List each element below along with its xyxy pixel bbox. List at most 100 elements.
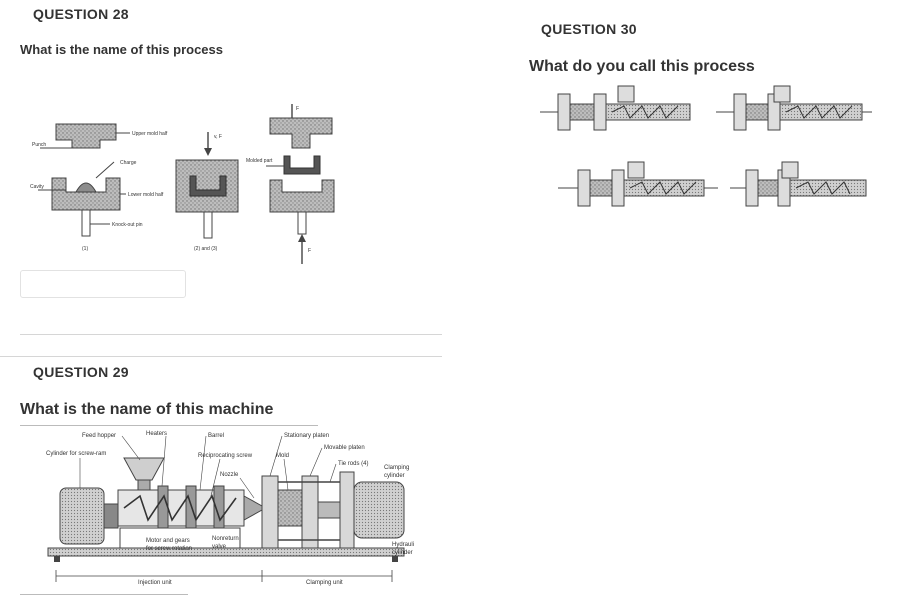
clamping-cylinder-label-1: Clamping: [384, 465, 409, 471]
f-top-label: F: [296, 106, 299, 112]
stage-1-screw: [611, 105, 679, 119]
open-lower-mold: [269, 179, 335, 213]
clamping-unit-label: Clamping unit: [306, 580, 343, 586]
barrel-label: Barrel: [208, 433, 224, 439]
hopper-throat: [137, 479, 151, 491]
injection-unit-label: Injection unit: [138, 580, 172, 586]
stage-3-platen: [577, 169, 591, 207]
ejected-part-shape: [283, 155, 321, 175]
motor-gears-label-1: Motor and gears: [146, 538, 190, 544]
compression-molding-diagram: Punch Upper mold half Charge Cavity Lowe…: [30, 104, 335, 264]
question-29-label: QUESTION 29: [33, 364, 129, 380]
reciprocating-screw-label: Reciprocating screw: [198, 453, 253, 459]
closed-mold-pin: [203, 211, 213, 239]
step-23-label: (2) and (3): [194, 246, 218, 252]
injection-molding-machine-figure: Feed hopper Heaters Barrel Stationary pl…: [40, 428, 420, 596]
ejector-pin: [297, 211, 307, 235]
barrel-shape: [117, 489, 245, 527]
stage-3-barrel: [623, 179, 705, 197]
clamping-cylinder-shape: [353, 481, 405, 539]
heater-band-2: [185, 485, 197, 531]
cycle-stage-1: [540, 85, 691, 131]
charge-leader: [95, 161, 115, 179]
stage-2-platen: [733, 93, 747, 131]
closed-mold-outer: [175, 159, 239, 213]
base-foot-right: [392, 556, 398, 562]
ejection-arrowhead: [298, 234, 306, 242]
stage-2-hopper: [773, 85, 791, 103]
injection-frame: [119, 527, 241, 549]
injection-cycle-diagram: [540, 85, 872, 207]
cavity-label: Cavity: [30, 184, 44, 190]
hydraulic-cylinder-label-2: cylinder: [392, 550, 413, 556]
prompt-underline: [20, 425, 318, 426]
feed-hopper-shape: [123, 457, 165, 481]
nozzle-shape: [243, 495, 263, 521]
movable-platen-shape: [301, 475, 319, 549]
section-divider-1: [20, 334, 442, 335]
cycle-stage-4: [730, 161, 867, 207]
nozzle-leader: [239, 477, 255, 499]
upper-mold-half-shape: [55, 123, 117, 149]
mold-label: Mold: [276, 453, 289, 459]
tie-rods-leader: [329, 463, 337, 483]
reciprocating-screw-leader: [209, 458, 221, 501]
nozzle-label: Nozzle: [220, 472, 239, 478]
heaters-leader: [161, 435, 167, 487]
formed-part-shape: [189, 175, 227, 197]
cycle-stage-2: [716, 85, 872, 131]
rear-platen-shape: [339, 471, 355, 549]
nonreturn-label-1: Nonreturn: [212, 536, 239, 542]
cycle-stage-3: [558, 161, 718, 207]
question-30-prompt: What do you call this process: [529, 58, 755, 75]
molded-part-label: Molded part: [246, 158, 273, 164]
compression-molding-figure: Punch Upper mold half Charge Cavity Lowe…: [30, 100, 338, 268]
stage-1-platen-b: [593, 93, 607, 131]
lower-mold-label: Lower mold half: [128, 192, 164, 198]
charge-label: Charge: [120, 160, 137, 166]
open-upper-mold: [269, 117, 333, 149]
knockout-pin-shape: [81, 209, 91, 237]
press-arrowhead: [204, 148, 212, 156]
feed-hopper-label: Feed hopper: [82, 433, 116, 439]
question-30-label: QUESTION 30: [541, 21, 637, 37]
tie-rods-label: Tie rods (4): [338, 461, 368, 467]
vf-label: v, F: [214, 134, 222, 140]
clamping-cylinder-label-2: cylinder: [384, 473, 405, 479]
motor-gears-label-2: for screw rotation: [146, 546, 192, 552]
stationary-platen-label: Stationary platen: [284, 433, 329, 439]
stage-1-barrel: [605, 103, 691, 121]
heaters-label: Heaters: [146, 431, 167, 437]
stage-3-mold: [589, 179, 613, 197]
nonreturn-label-2: valve: [212, 544, 227, 550]
hydraulic-cylinder-label-1: Hydrauli: [392, 542, 414, 548]
stage-1-platen: [557, 93, 571, 131]
heater-band-1: [157, 485, 169, 531]
movable-platen-leader: [309, 447, 323, 477]
stage-2-mold: [745, 103, 769, 121]
upper-mold-label: Upper mold half: [132, 131, 168, 137]
stage-4-platen: [745, 169, 759, 207]
stage-4-mold: [757, 179, 779, 197]
injection-cycle-figure: [538, 80, 874, 236]
question-28-label: QUESTION 28: [33, 6, 129, 22]
question-28-prompt: What is the name of this process: [20, 42, 223, 57]
cylinder-coupler: [103, 503, 119, 529]
punch-label: Punch: [32, 142, 46, 148]
stage-3-screw: [629, 181, 697, 195]
base-foot-left: [54, 556, 60, 562]
stage-2-barrel: [779, 103, 863, 121]
feed-hopper-leader: [121, 435, 141, 461]
stage-4-screw: [795, 181, 851, 195]
step-1-label: (1): [82, 246, 88, 252]
reciprocating-screw-shape: [123, 494, 237, 522]
bottom-rule: [20, 594, 188, 595]
stationary-platen-shape: [261, 475, 279, 549]
barrel-leader: [199, 435, 207, 491]
screw-ram-cylinder-shape: [59, 487, 105, 545]
question-28-answer-input[interactable]: [20, 270, 186, 298]
stage-4-barrel: [789, 179, 867, 197]
stage-3-hopper: [627, 161, 645, 179]
stage-1-mold: [569, 103, 595, 121]
f-bottom-label: F: [308, 248, 311, 254]
